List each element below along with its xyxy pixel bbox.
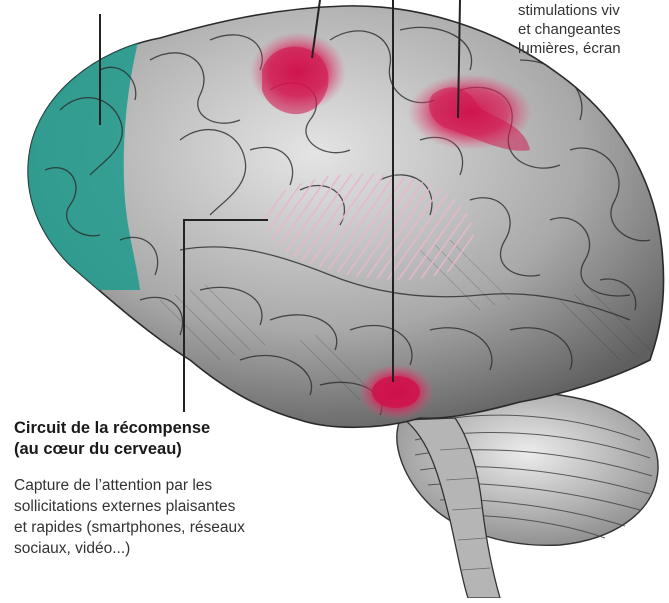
reward-circuit-description: Capture de l’attention par les sollicita… [14, 475, 314, 559]
reward-circuit-title: Circuit de la récompense (au cœur du cer… [14, 418, 314, 460]
callout-top-right-text: stimulations viv et changeantes lumières… [518, 1, 669, 58]
